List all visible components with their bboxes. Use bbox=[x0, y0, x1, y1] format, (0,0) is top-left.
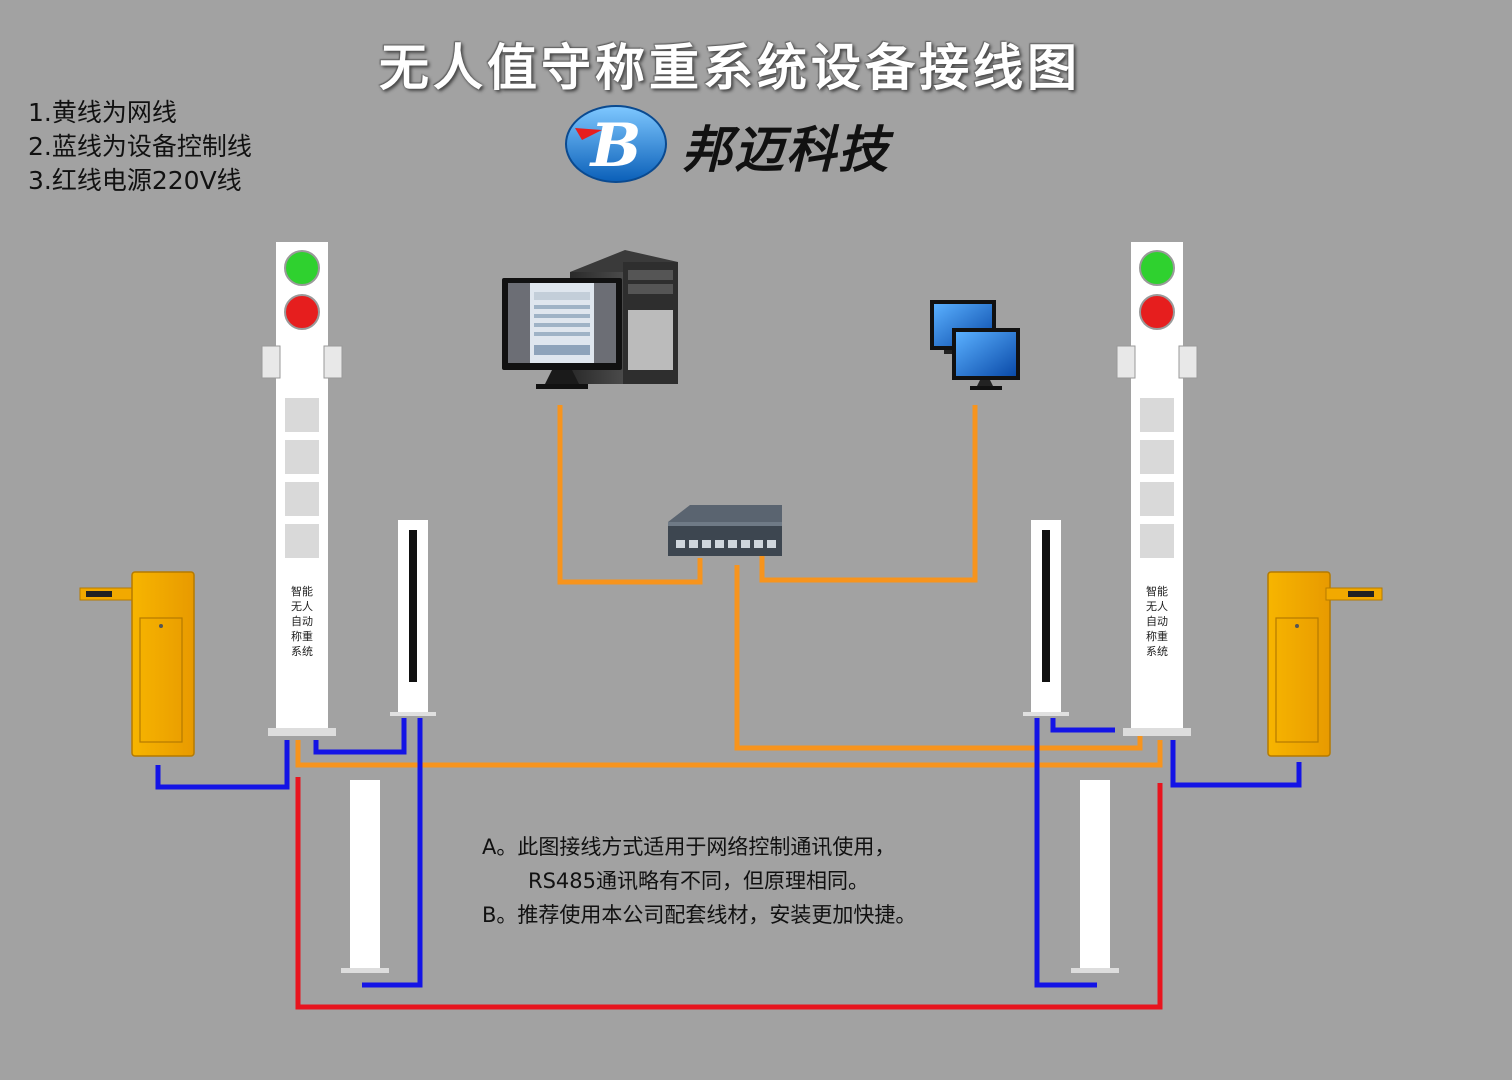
left-pole-label: 智能 无人 自动 称重 系统 bbox=[291, 585, 313, 658]
network-lines bbox=[295, 405, 1163, 768]
left-kiosk-pole bbox=[261, 242, 343, 736]
control-line-right-sensor bbox=[1050, 718, 1115, 733]
network-line-switch-right bbox=[734, 565, 1143, 751]
left-green-light bbox=[284, 250, 320, 286]
computer-icon bbox=[502, 250, 678, 389]
note-a: A。此图接线方式适用于网络控制通讯使用， bbox=[482, 835, 896, 859]
network-line-main bbox=[295, 740, 1163, 768]
left-vehicle-detector bbox=[341, 780, 389, 973]
legend-control-line: 2.蓝线为设备控制线 bbox=[28, 132, 252, 161]
power-line bbox=[295, 777, 1163, 1010]
wire-legend: 1.黄线为网线 2.蓝线为设备控制线 3.红线电源220V线 bbox=[28, 96, 252, 198]
control-line-right-barrier bbox=[1170, 740, 1302, 788]
note-a-continued: RS485通讯略有不同，但原理相同。 bbox=[528, 869, 870, 893]
right-green-light bbox=[1139, 250, 1175, 286]
control-line-right-detector bbox=[1034, 718, 1097, 988]
brand-name: 邦迈科技 bbox=[682, 120, 890, 179]
network-line-monitors bbox=[759, 405, 978, 583]
legend-network-line: 1.黄线为网线 bbox=[28, 98, 177, 127]
right-barrier-gate bbox=[1267, 571, 1383, 757]
right-pole-label: 智能 无人 自动 称重 系统 bbox=[1146, 585, 1168, 658]
bm-logo-icon: B bbox=[565, 105, 667, 183]
network-line-pc bbox=[557, 405, 703, 585]
svg-text:B: B bbox=[589, 111, 642, 181]
right-kiosk-pole bbox=[1116, 242, 1198, 736]
left-barrier-gate bbox=[79, 571, 195, 757]
right-vehicle-detector bbox=[1071, 780, 1119, 973]
note-b: B。推荐使用本公司配套线材，安装更加快捷。 bbox=[482, 903, 917, 927]
right-infrared-sensor bbox=[1023, 520, 1069, 716]
control-line-left-barrier bbox=[155, 740, 290, 790]
network-switch-icon bbox=[668, 505, 782, 556]
legend-power-line: 3.红线电源220V线 bbox=[28, 166, 242, 195]
right-red-light bbox=[1139, 294, 1175, 330]
monitors-icon bbox=[930, 300, 1020, 390]
diagram-title: 无人值守称重系统设备接线图 bbox=[379, 39, 1081, 97]
control-line-left-detector bbox=[362, 718, 423, 988]
left-red-light bbox=[284, 294, 320, 330]
wiring-notes: A。此图接线方式适用于网络控制通讯使用， RS485通讯略有不同，但原理相同。 … bbox=[482, 830, 916, 932]
control-line-left-sensor bbox=[313, 718, 407, 755]
left-infrared-sensor bbox=[390, 520, 436, 716]
control-lines bbox=[155, 718, 1302, 988]
